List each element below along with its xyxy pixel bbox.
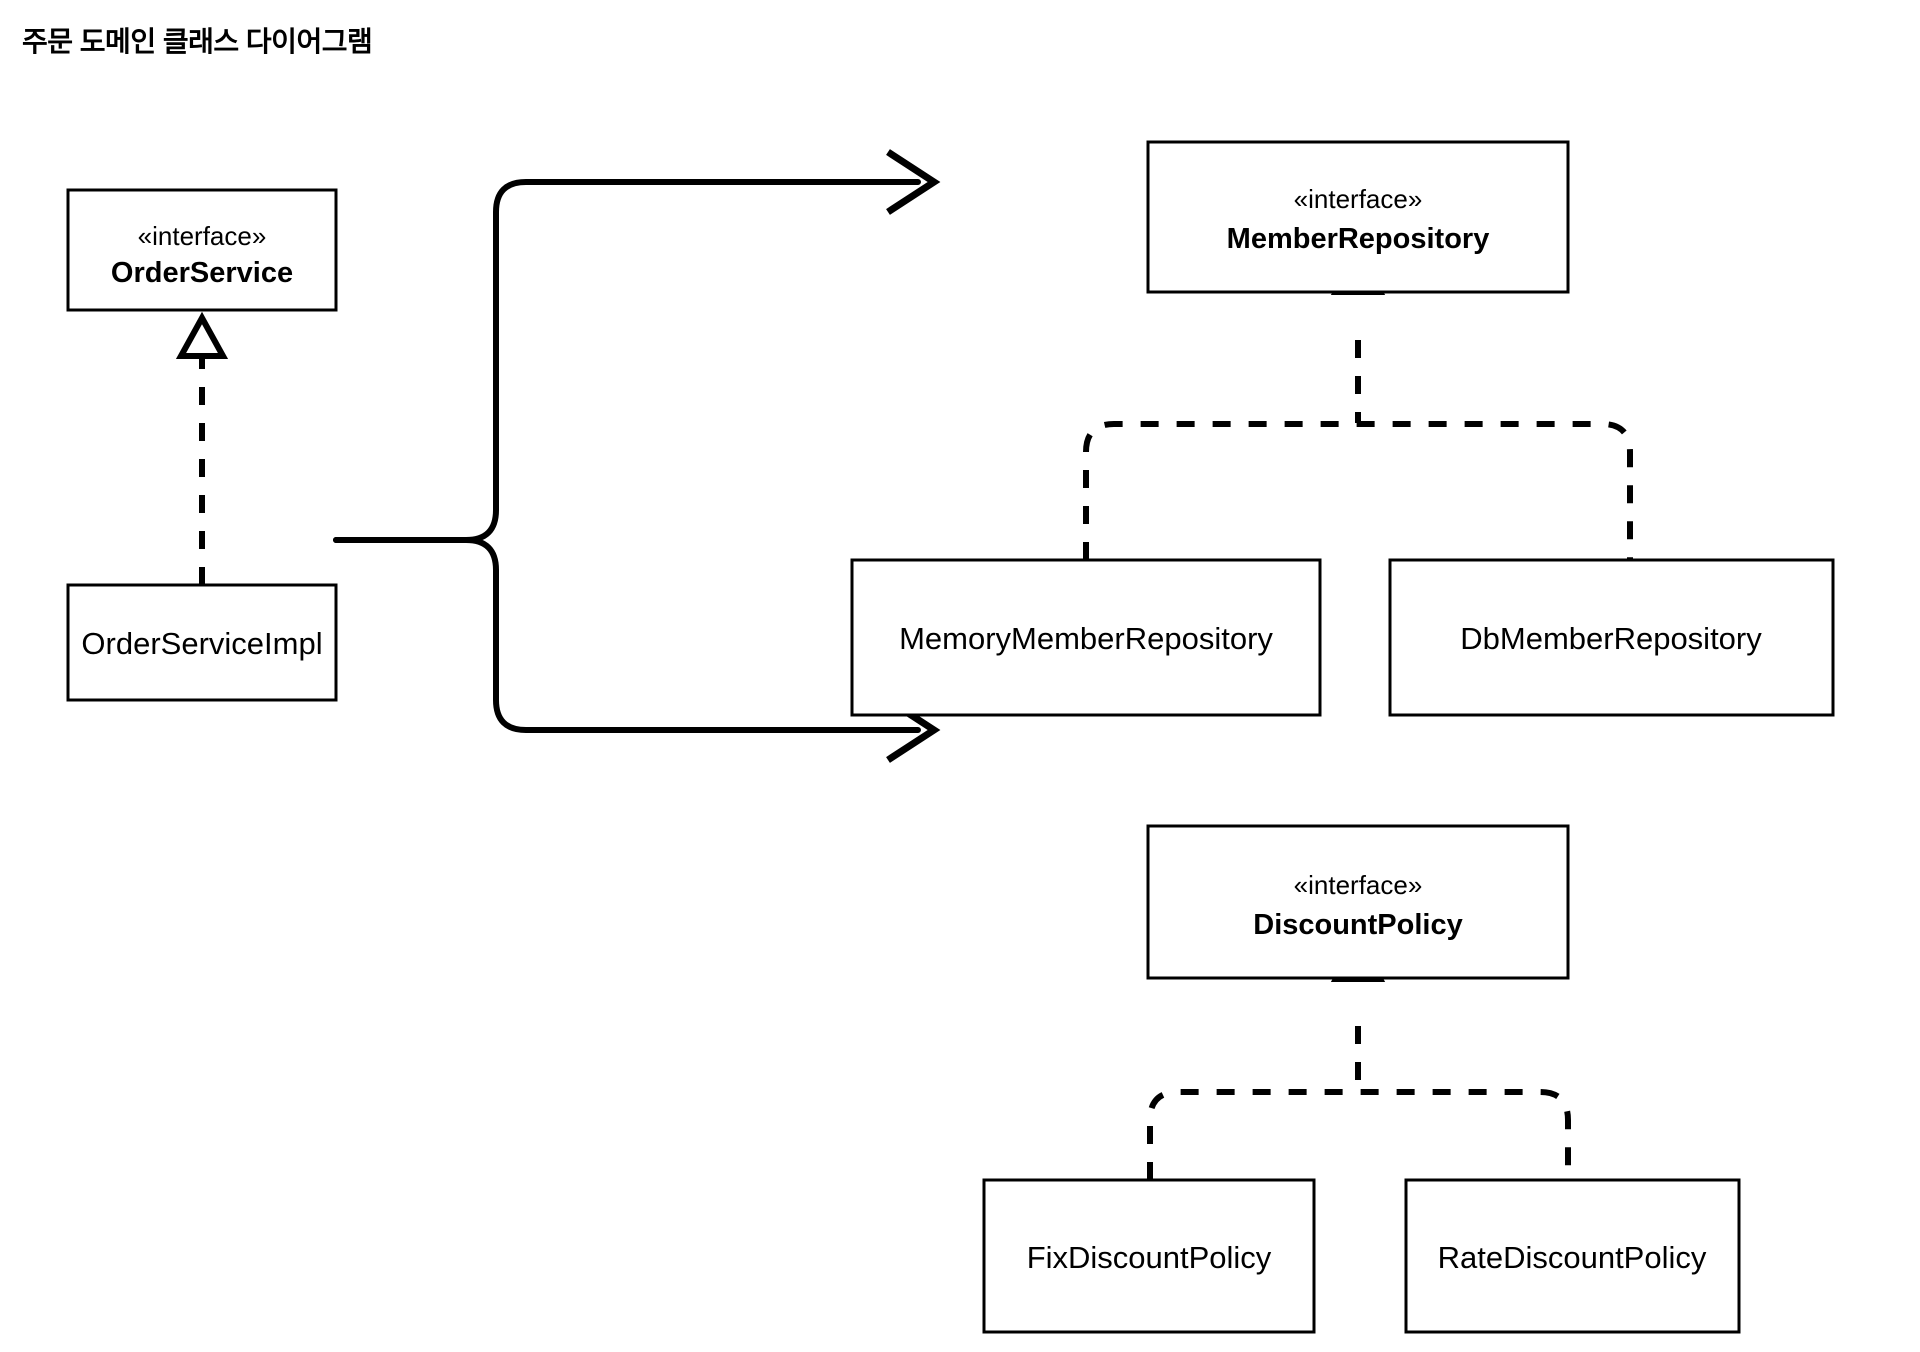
class-node-memory-member-repository[interactable]: MemoryMemberRepository xyxy=(850,558,1322,717)
class-box[interactable] xyxy=(1388,558,1835,717)
class-name: OrderService xyxy=(111,257,293,289)
open-arrow-head xyxy=(886,149,941,215)
edge-member-repository-realizations xyxy=(1083,246,1633,560)
class-stereotype: «interface» xyxy=(1294,184,1423,214)
class-box[interactable] xyxy=(850,558,1322,717)
edge-impl-realizes-order-service xyxy=(175,311,229,585)
class-box[interactable] xyxy=(1146,140,1570,294)
class-name: FixDiscountPolicy xyxy=(1027,1240,1272,1275)
class-node-rate-discount-policy[interactable]: RateDiscountPolicy xyxy=(1404,1178,1741,1334)
class-name: OrderServiceImpl xyxy=(81,626,322,661)
association-solid-line xyxy=(333,179,921,543)
class-node-fix-discount-policy[interactable]: FixDiscountPolicy xyxy=(982,1178,1316,1334)
class-name: RateDiscountPolicy xyxy=(1438,1240,1707,1275)
class-box[interactable] xyxy=(66,583,338,702)
class-name: DbMemberRepository xyxy=(1460,621,1762,656)
class-node-order-service[interactable]: «interface» OrderService xyxy=(66,188,338,312)
edge-impl-uses-discount-policy xyxy=(333,537,941,763)
association-solid-line xyxy=(333,537,921,733)
class-box[interactable] xyxy=(1404,1178,1741,1334)
page-title: 주문 도메인 클래스 다이어그램 xyxy=(22,26,373,57)
realization-dashed-bus xyxy=(1147,1089,1571,1180)
class-node-order-service-impl[interactable]: OrderServiceImpl xyxy=(66,583,338,702)
class-stereotype: «interface» xyxy=(138,221,267,251)
class-name: DiscountPolicy xyxy=(1253,909,1463,941)
class-node-member-repository[interactable]: «interface» MemberRepository xyxy=(1146,140,1570,294)
class-name: MemoryMemberRepository xyxy=(899,621,1273,656)
class-node-db-member-repository[interactable]: DbMemberRepository xyxy=(1388,558,1835,717)
edge-impl-uses-member-repository xyxy=(333,149,941,543)
class-node-discount-policy[interactable]: «interface» DiscountPolicy xyxy=(1146,824,1570,980)
class-name: MemberRepository xyxy=(1227,223,1490,255)
realization-dashed-bus xyxy=(1083,421,1633,560)
class-stereotype: «interface» xyxy=(1294,870,1423,900)
class-box[interactable] xyxy=(66,188,338,312)
class-box[interactable] xyxy=(982,1178,1316,1334)
hollow-triangle-head xyxy=(175,311,229,359)
class-box[interactable] xyxy=(1146,824,1570,980)
